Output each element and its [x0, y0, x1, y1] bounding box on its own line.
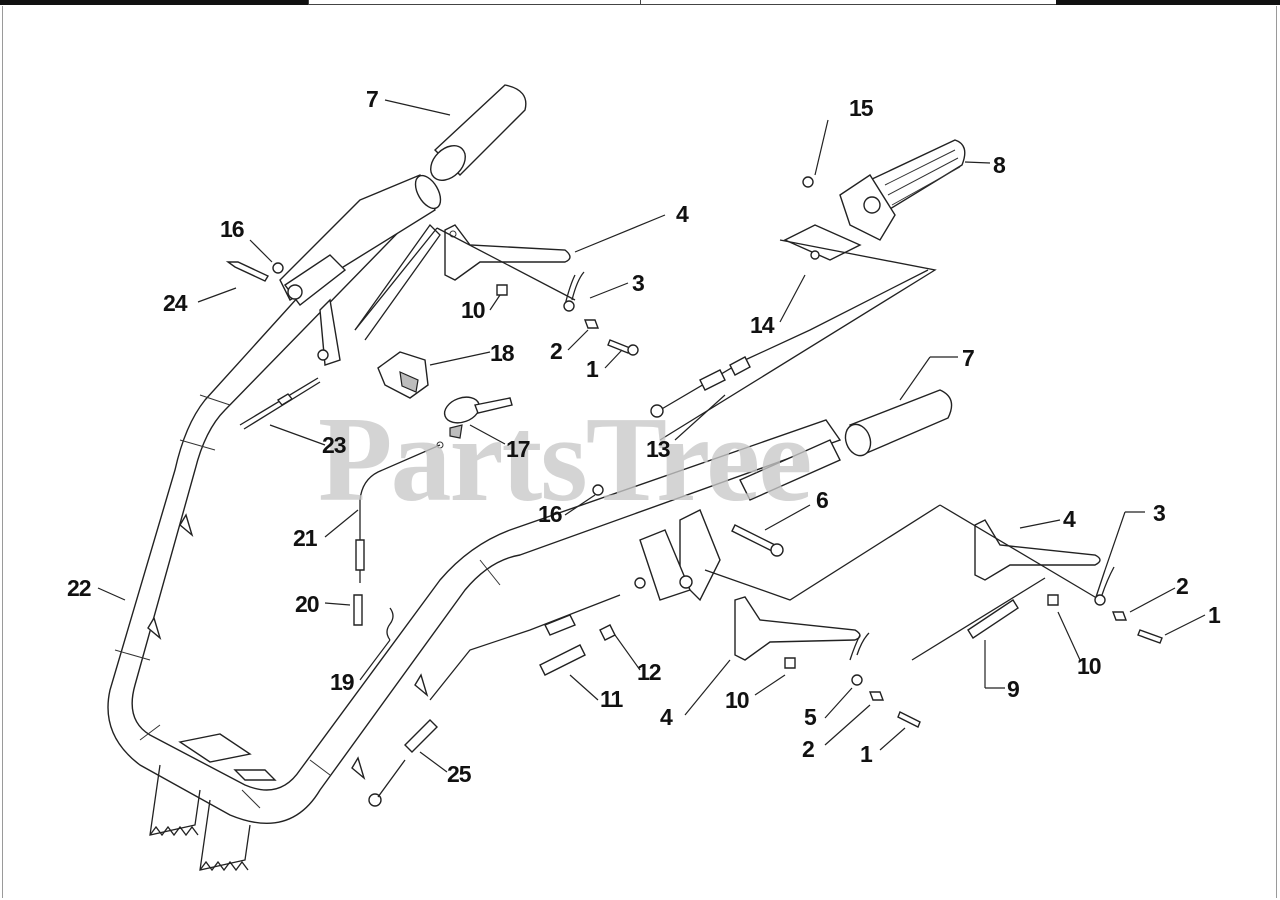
callout-25: 25: [447, 761, 472, 787]
grip-7-top: [430, 84, 527, 181]
callout-11: 11: [600, 686, 624, 712]
grip-8: [802, 139, 966, 241]
diagram-frame: [2, 6, 1277, 898]
throttle-17: [443, 396, 513, 439]
callout-10-right: 10: [1077, 653, 1101, 679]
callout-17: 17: [506, 436, 530, 462]
topbar-segment-mid1: [308, 0, 640, 5]
spring-19: [386, 607, 394, 641]
callout-8: 8: [993, 152, 1006, 178]
cable-21: [355, 441, 444, 583]
callout-3-top: 3: [632, 270, 644, 296]
watermark-text: PartsTree: [318, 392, 810, 527]
callout-7-top: 7: [366, 86, 378, 112]
callout-1-right: 1: [1208, 602, 1221, 628]
callout-9: 9: [1007, 676, 1019, 702]
rod-23: [239, 377, 321, 430]
callout-2-top: 2: [550, 338, 562, 364]
plate-14: [659, 224, 937, 441]
handlebar-frame: [107, 189, 842, 872]
leader-lines: [97, 99, 1206, 773]
hardware-top: [496, 271, 639, 356]
grip-7-right: [739, 389, 953, 501]
callout-21: 21: [293, 525, 318, 551]
cable-9: [911, 577, 1046, 661]
callout-10-mid: 10: [725, 687, 749, 713]
bracket-right: [592, 484, 784, 602]
lever-4-top: [354, 224, 576, 331]
callout-16-left: 16: [220, 216, 244, 242]
cable-11: [429, 594, 621, 701]
callout-4-top: 4: [676, 201, 689, 227]
callout-6: 6: [816, 487, 828, 513]
callout-7-right: 7: [962, 345, 974, 371]
callouts: 7 16 24 4 3 10 2 1 18 17 23 21 20 19 22 …: [67, 86, 1222, 787]
adjuster-20: [353, 594, 363, 626]
clamp-18: [377, 351, 429, 399]
top-border-bar: [0, 0, 1280, 6]
callout-1-top: 1: [586, 356, 599, 382]
topbar-segment-mid2: [640, 0, 1056, 5]
callout-12: 12: [637, 659, 661, 685]
lever-4-right: [939, 504, 1163, 644]
callout-5: 5: [804, 704, 817, 730]
callout-4-right: 4: [1063, 506, 1076, 532]
cable-13: [650, 269, 929, 418]
topbar-segment-right: [1056, 0, 1280, 5]
cable-25: [368, 719, 438, 807]
callout-18: 18: [490, 340, 515, 366]
callout-3-right: 3: [1153, 500, 1165, 526]
callout-13: 13: [646, 436, 670, 462]
callout-1-mid: 1: [860, 741, 873, 767]
callout-16-mid: 16: [538, 501, 562, 527]
callout-14: 14: [750, 312, 775, 338]
callout-22: 22: [67, 575, 91, 601]
callout-20: 20: [295, 591, 319, 617]
callout-4-mid: 4: [660, 704, 673, 730]
callout-10-top: 10: [461, 297, 485, 323]
callout-23: 23: [322, 432, 346, 458]
callout-19: 19: [330, 669, 354, 695]
callout-2-right: 2: [1176, 573, 1188, 599]
callout-24: 24: [163, 290, 188, 316]
lever-4-mid: [704, 504, 941, 728]
topbar-segment-left: [0, 0, 308, 5]
callout-2-mid: 2: [802, 736, 814, 762]
callout-15: 15: [849, 95, 874, 121]
bracket-upper-left: [225, 254, 347, 366]
